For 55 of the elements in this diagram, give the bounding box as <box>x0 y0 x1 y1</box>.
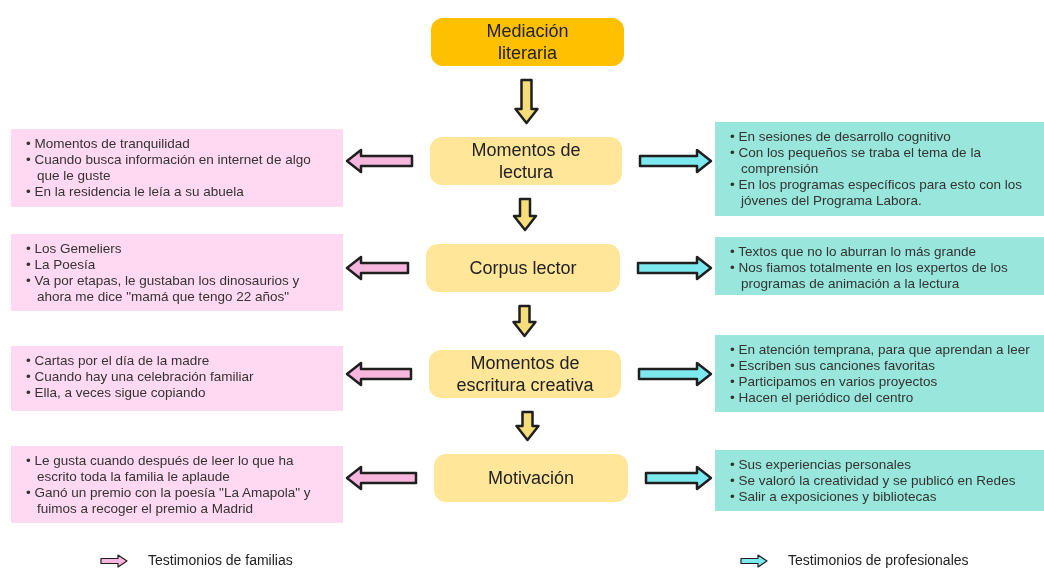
testimony-box <box>11 234 343 311</box>
block-arrow <box>345 255 410 281</box>
list-item: • Momentos de tranquilidad <box>26 136 191 152</box>
block-arrow <box>644 465 713 491</box>
concept-box <box>430 137 622 185</box>
block-arrow <box>637 361 713 387</box>
block-arrow <box>345 465 418 491</box>
block-arrow <box>514 78 539 125</box>
list-item: • Nos fiamos totalmente en los expertos de los programas de animación a la lectura <box>730 260 1009 292</box>
list-item: • Ella, a veces sigue copiando <box>26 385 207 401</box>
list-item: • Cartas por el día de la madre <box>26 353 211 369</box>
concept-label: Momentos de lectura <box>470 139 582 183</box>
list-item: • Ganó un premio con la poesía "La Amapola" y fuimos a recoger el premio a Madrid <box>26 485 312 517</box>
block-arrow <box>345 361 413 387</box>
list-item: • Le gusta cuando después de leer lo que ha escrito toda la familia le aplaude <box>26 453 295 485</box>
concept-box <box>431 18 624 66</box>
block-arrow <box>345 148 414 174</box>
legend-label: Testimonios de profesionales <box>788 551 969 570</box>
testimony-box <box>715 450 1044 511</box>
testimony-box <box>11 346 343 411</box>
concept-label: Momentos de escritura creativa <box>455 352 595 396</box>
testimony-box <box>11 446 343 523</box>
block-arrow <box>636 255 713 281</box>
list-item: • Con los pequeños se traba el tema de la comprensión <box>730 145 982 177</box>
block-arrow <box>512 304 537 338</box>
list-item: • Cuando hay una celebración familiar <box>26 369 255 385</box>
list-item: • La Poesía <box>26 257 97 273</box>
list-item: • Los Gemeliers <box>26 241 123 257</box>
concept-box <box>434 454 628 502</box>
list-item: • Textos que no lo aburran lo más grande <box>730 244 978 260</box>
list-item: • Hacen el periódico del centro <box>730 390 915 406</box>
testimony-box <box>715 122 1044 216</box>
list-item: • Escriben sus canciones favoritas <box>730 358 937 374</box>
concept-box <box>426 244 620 292</box>
list-item: • Se valoró la creatividad y se publicó en Redes <box>730 473 1017 489</box>
list-item: • Participamos en varios proyectos <box>730 374 939 390</box>
concept-box <box>429 350 621 398</box>
testimony-box <box>11 129 343 207</box>
legend-label: Testimonios de familias <box>148 551 293 570</box>
concept-label: Mediación literaria <box>485 20 570 64</box>
list-item: • En atención temprana, para que aprendan a leer <box>730 342 1031 358</box>
concept-label: Corpus lector <box>469 257 577 279</box>
testimony-box <box>715 335 1044 412</box>
list-item: • Salir a exposiciones y bibliotecas <box>730 489 938 505</box>
testimony-box <box>715 237 1044 295</box>
list-item: • En la residencia le leía a su abuela <box>26 184 245 200</box>
concept-label: Motivación <box>487 467 574 489</box>
list-item: • Va por etapas, le gustaban los dinosaurios y ahora me dice "mamá que tengo 22 años" <box>26 273 301 305</box>
list-item: • Cuando busca información en internet de algo que le guste <box>26 152 312 184</box>
list-item: • Sus experiencias personales <box>730 457 913 473</box>
block-arrow <box>515 410 540 442</box>
block-arrow <box>638 148 713 174</box>
list-item: • En sesiones de desarrollo cognitivo <box>730 129 952 145</box>
list-item: • En los programas específicos para esto con los jóvenes del Programa Labora. <box>730 177 1024 209</box>
block-arrow <box>512 197 538 232</box>
